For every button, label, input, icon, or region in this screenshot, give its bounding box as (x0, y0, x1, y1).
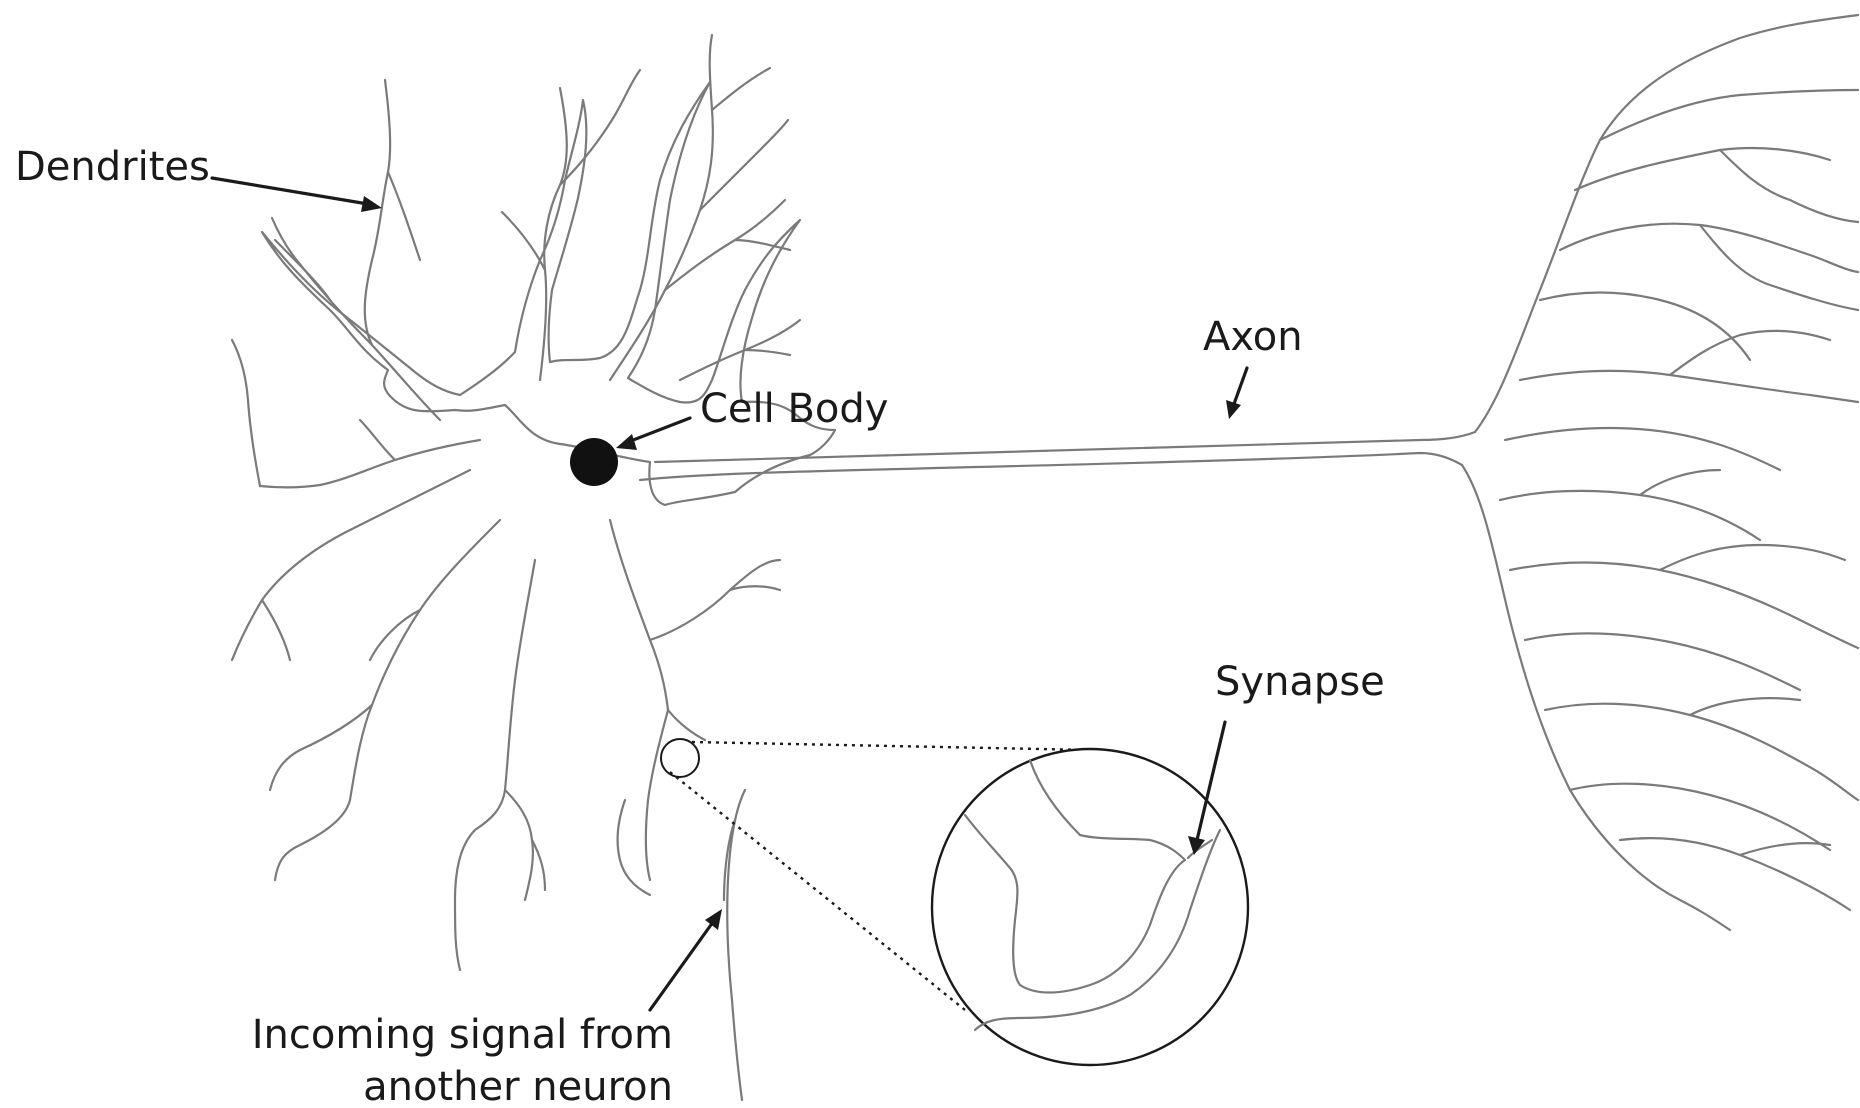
axon-label: Axon (1203, 314, 1303, 360)
dendrite-branch (232, 470, 470, 660)
dendrite-branch (745, 350, 790, 355)
zoom-guide-upper (692, 742, 1090, 750)
synapse-source-circle (661, 739, 699, 777)
dendrites-label: Dendrites (15, 144, 210, 190)
dendrites-pointer-line (212, 178, 368, 204)
incoming-signal-label-line1: Incoming signal from (252, 1012, 673, 1058)
incoming-signal-label-line2: another neuron (363, 1064, 673, 1108)
dendrite-branch (350, 520, 500, 800)
dendrite-branch (712, 68, 770, 110)
dendrite-branch (730, 586, 780, 590)
terminal-branch (1575, 148, 1830, 190)
synapse-label: Synapse (1215, 659, 1385, 705)
incoming-signal-pointer-line (650, 922, 713, 1010)
terminal-branch (1670, 331, 1830, 375)
terminal-branch (1600, 90, 1858, 140)
terminal-branch (1500, 491, 1760, 540)
dendrite-branch (610, 520, 668, 710)
terminal-branch (1505, 428, 1780, 470)
dendrite-branch (532, 840, 545, 890)
terminal-branch (1640, 470, 1720, 495)
dendrite-branch (365, 80, 390, 345)
dendrite-branch (262, 600, 290, 660)
synapse-magnifier (661, 739, 1248, 1065)
dendrite-branch (360, 420, 395, 460)
dendrite-branch (275, 800, 350, 880)
zoom-guide-lower (670, 772, 965, 1010)
synapse-lens (932, 749, 1248, 1065)
incoming-signal-pointer-head (705, 909, 722, 930)
dendrite-branch (270, 705, 372, 790)
dendrite-branch (646, 710, 668, 880)
terminal-branch (1700, 225, 1858, 310)
terminal-branch (1660, 545, 1845, 570)
terminal-branch (1462, 465, 1730, 930)
dendrite-branch (668, 710, 705, 740)
axon-terminal (1462, 15, 1858, 930)
terminal-branch (1740, 843, 1830, 855)
terminal-branch (1525, 633, 1800, 690)
terminal-branch (1520, 371, 1858, 402)
dendrite-branch (388, 172, 420, 260)
axon-pointer-head (1226, 400, 1241, 419)
dendrite-branch (455, 560, 535, 970)
terminal-branch (1720, 150, 1858, 222)
dendrites-pointer-head (361, 196, 382, 212)
soma-outline (262, 82, 835, 505)
terminal-branch (1540, 293, 1750, 361)
terminal-branch (1690, 698, 1800, 715)
cell-body-label: Cell Body (700, 386, 888, 432)
dendrite-branch (650, 560, 780, 640)
dendrite-branch (232, 340, 260, 486)
cell-body-nucleus (570, 438, 618, 486)
axon-pointer-line (1234, 368, 1247, 404)
terminal-branch (1560, 224, 1858, 272)
neuron-body-outline (262, 82, 835, 505)
terminal-branch (1620, 838, 1850, 910)
dendrite-branch (505, 790, 533, 900)
terminal-branch (1570, 784, 1830, 850)
